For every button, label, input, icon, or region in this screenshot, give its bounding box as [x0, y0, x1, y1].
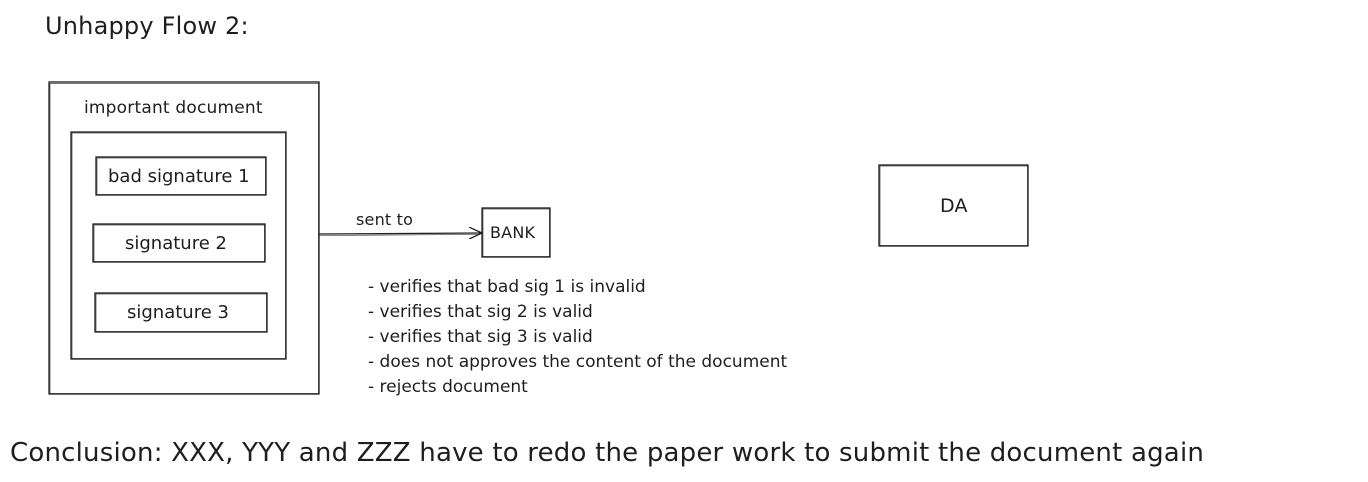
diagram-title: Unhappy Flow 2: — [45, 12, 249, 40]
document-label: important document — [84, 98, 263, 118]
signature-box-1 — [95, 156, 267, 196]
document-outer-box — [48, 81, 320, 395]
signature-label-2: signature 2 — [125, 233, 227, 254]
bank-note: - verifies that sig 3 is valid — [368, 327, 593, 347]
bank-note: - verifies that sig 2 is valid — [368, 302, 593, 322]
sent-to-arrow — [318, 233, 482, 236]
bank-note: - does not approves the content of the d… — [368, 352, 788, 372]
da-box — [878, 164, 1029, 247]
signature-label-3: signature 3 — [127, 302, 229, 323]
bank-note: - verifies that bad sig 1 is invalid — [368, 277, 646, 297]
bank-box — [481, 207, 551, 258]
bank-label: BANK — [490, 223, 536, 242]
da-label: DA — [940, 195, 968, 217]
bank-note: - rejects document — [368, 377, 528, 397]
signature-label-1: bad signature 1 — [108, 166, 250, 187]
arrow-label: sent to — [356, 210, 414, 229]
signature-box-2 — [92, 223, 266, 263]
conclusion-text: Conclusion: XXX, YYY and ZZZ have to red… — [10, 438, 1205, 468]
signature-box-3 — [94, 292, 268, 333]
bank-notes-list: - verifies that bad sig 1 is invalid - v… — [368, 276, 787, 401]
document-inner-box — [70, 131, 287, 360]
